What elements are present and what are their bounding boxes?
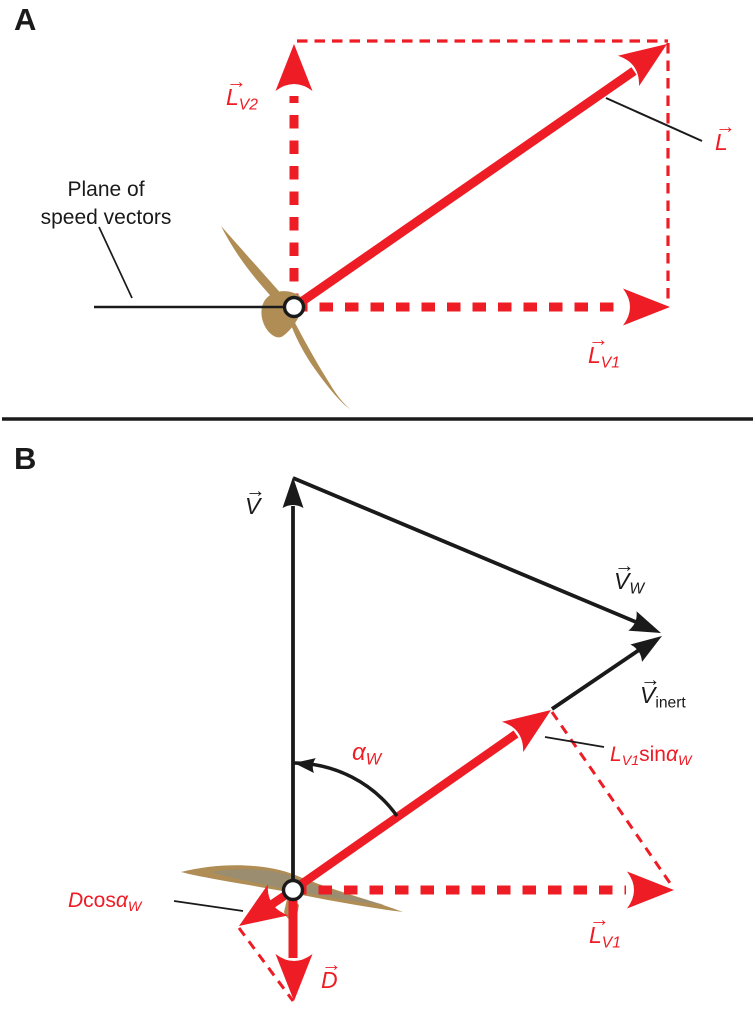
lv1sin-label-leader: [544, 736, 605, 748]
caption-line-2: speed vectors: [40, 205, 172, 229]
vw-vector-shaft: [292, 476, 637, 624]
liftb-vector-shaft: [290, 730, 519, 894]
vector-overbar-icon: →: [321, 953, 341, 976]
vector-overbar-icon: →: [715, 115, 735, 138]
vector-overbar-icon: →: [245, 479, 265, 502]
dcos-label-leader: [173, 900, 244, 912]
lv2-arrowhead: [275, 44, 313, 91]
vinert-arrowhead: [630, 627, 668, 662]
lift-vector-shaft: [291, 67, 637, 311]
lv1-label: →LV1: [588, 328, 620, 372]
vector-overbar-icon: →: [614, 554, 634, 577]
wing-blade-lower: [290, 319, 350, 409]
lv1-sin-alpha-label: LV1sinαW: [610, 743, 692, 769]
vector-overbar-icon: →: [589, 908, 609, 931]
panel-b: [173, 476, 674, 1002]
panel-a-tag: A: [14, 2, 37, 37]
vector-overbar-icon: →: [588, 328, 608, 351]
panel-a: [94, 28, 703, 409]
pivot-circle-a: [282, 295, 306, 319]
d-cos-alpha-label: DcosαW: [68, 889, 142, 915]
lv2-label: →LV2: [226, 70, 258, 114]
v-label: →V: [245, 479, 266, 519]
vector-overbar-icon: →: [640, 668, 660, 691]
vw-label: →VW: [614, 554, 645, 598]
l-label-leader: [605, 97, 703, 142]
d-label: →D: [321, 953, 342, 993]
lv1-arrowhead: [623, 288, 670, 326]
construction-line-lv1sin: [550, 711, 674, 887]
plane-of-speed-vectors-caption: Plane of speed vectors: [18, 176, 194, 231]
drag-arrowhead: [275, 954, 313, 1001]
caption-line-1: Plane of: [67, 178, 145, 201]
vinert-vector-shaft: [550, 648, 641, 711]
l-label: →L: [715, 115, 736, 155]
panel-b-tag: B: [14, 441, 37, 476]
pivot-circle-b: [281, 878, 305, 902]
liftb-arrowhead: [501, 694, 562, 753]
vinert-label: →Vinert: [640, 668, 686, 712]
vector-overbar-icon: →: [226, 70, 246, 93]
alpha-w-label: αW: [352, 739, 382, 769]
alpha-angle-arc: [293, 761, 399, 817]
plane-caption-leader: [98, 226, 133, 299]
samara-wing-a: [221, 226, 350, 409]
lv1-b-label: →LV1: [589, 908, 621, 952]
dcos-arrowhead: [228, 884, 289, 942]
